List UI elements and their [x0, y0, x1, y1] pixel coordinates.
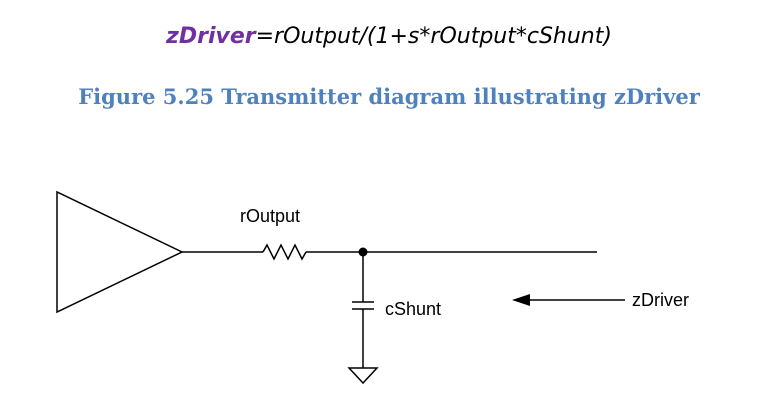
ground-symbol [347, 367, 379, 385]
driver-triangle [56, 190, 184, 314]
impedance-arrowhead [512, 294, 530, 306]
formula-expression: =rOutput/(1+s*rOutput*cShunt) [255, 24, 612, 49]
resistor-label: rOutput [240, 206, 300, 226]
formula: zDriver=rOutput/(1+s*rOutput*cShunt) [0, 24, 778, 49]
formula-variable: zDriver [166, 24, 256, 49]
figure-caption: Figure 5.25 Transmitter diagram illustra… [78, 84, 700, 109]
capacitor-label: cShunt [385, 299, 441, 319]
resistor-symbol [262, 243, 307, 261]
impedance-label: zDriver [632, 290, 689, 310]
